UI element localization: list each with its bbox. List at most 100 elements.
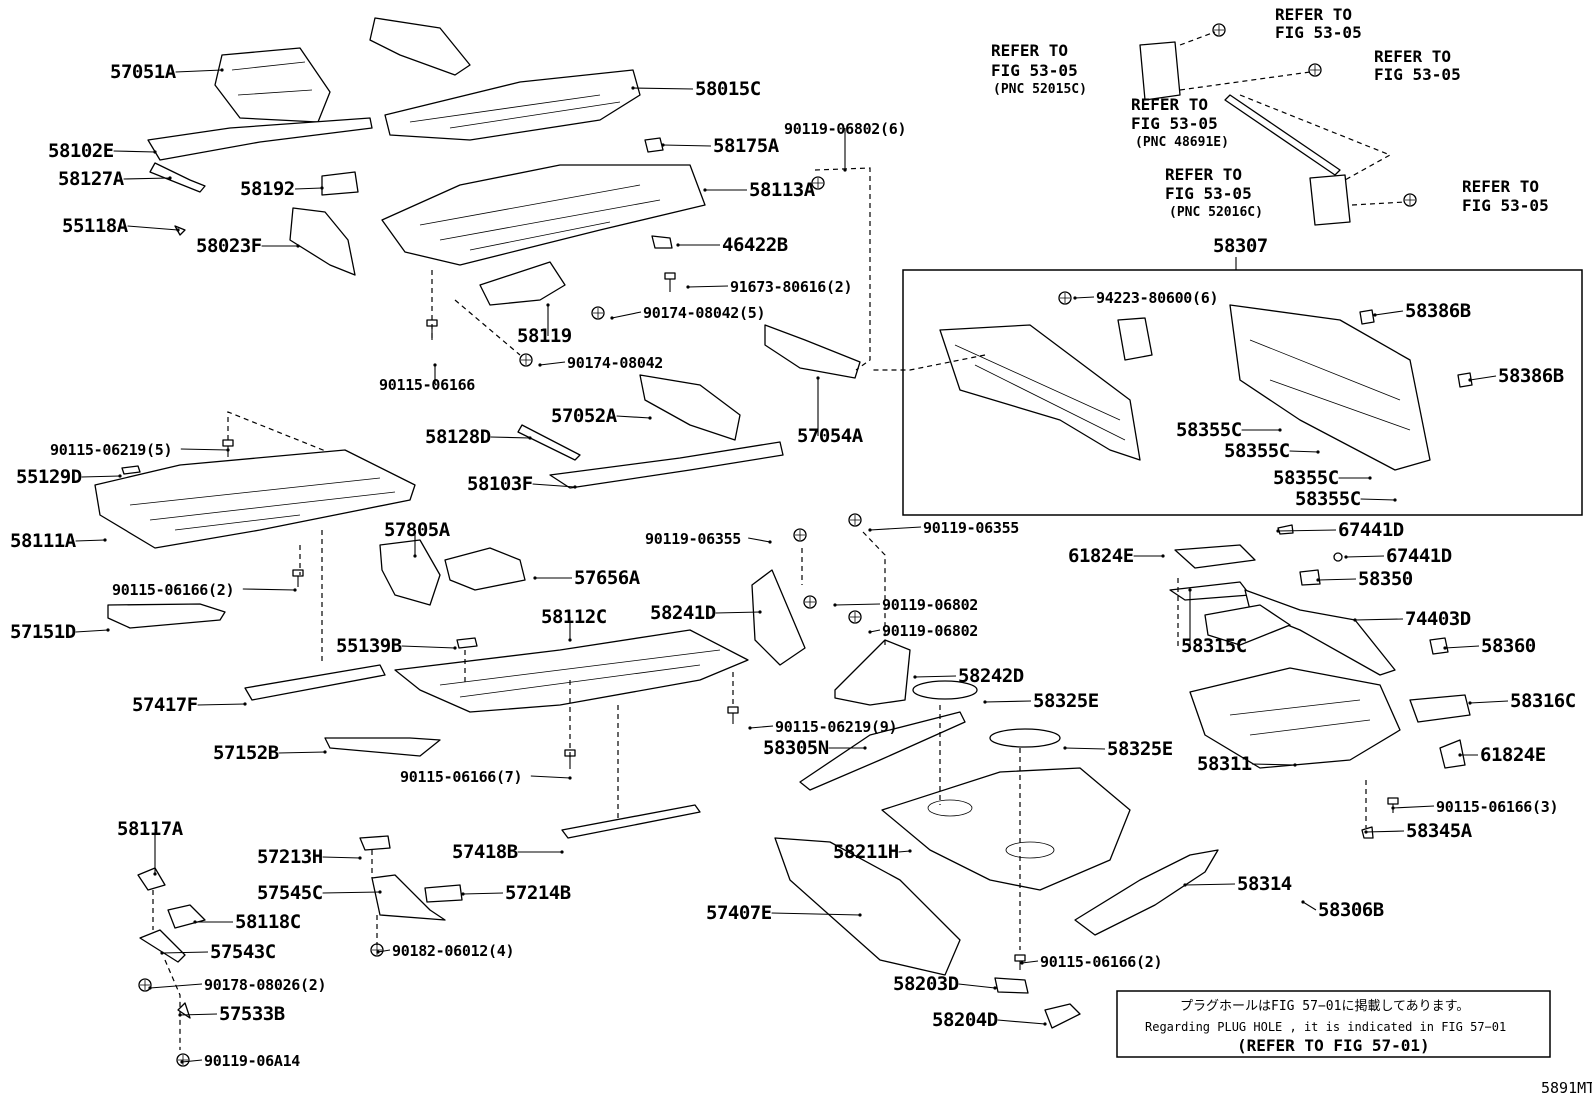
part-label[interactable]: 55139B: [336, 635, 402, 657]
part-label[interactable]: 58111A: [10, 530, 77, 552]
part-label[interactable]: 58355C: [1295, 488, 1361, 510]
part-label[interactable]: 57051A: [110, 61, 177, 83]
leader-dot: [153, 872, 157, 876]
part-label[interactable]: 57152B: [213, 742, 279, 764]
part-label[interactable]: 58127A: [58, 168, 125, 190]
part-label[interactable]: 58113A: [749, 179, 816, 201]
part-label[interactable]: 90178-08026(2): [204, 976, 327, 994]
part-label[interactable]: 58117A: [117, 818, 184, 840]
leader-line: [294, 187, 323, 190]
part-label[interactable]: 90119-06802(6): [784, 120, 907, 138]
part-label[interactable]: 58102E: [48, 140, 114, 162]
reference-callout-6[interactable]: REFER TO FIG 53-05: [1462, 177, 1549, 215]
part-label[interactable]: 61824E: [1480, 744, 1546, 766]
part-label[interactable]: 58118C: [235, 911, 301, 933]
part-label[interactable]: 90119-06355: [645, 530, 742, 548]
part-label[interactable]: 58112C: [541, 606, 607, 628]
leader-dot: [453, 646, 457, 650]
part-label[interactable]: 58305N: [763, 737, 829, 759]
part-label[interactable]: 58345A: [1406, 820, 1473, 842]
part-label[interactable]: 58203D: [893, 973, 959, 995]
part-label[interactable]: 67441D: [1386, 545, 1452, 567]
part-label[interactable]: 57805A: [384, 519, 451, 541]
reference-callout-3[interactable]: REFER TO FIG 53-05: [1374, 47, 1461, 84]
leader-dot: [661, 143, 665, 147]
part-label[interactable]: 57151D: [10, 621, 76, 643]
part-label[interactable]: 58242D: [958, 665, 1024, 687]
clip-67441D: [1277, 524, 1294, 535]
part-label[interactable]: 58128D: [425, 426, 491, 448]
part-label[interactable]: 58023F: [196, 235, 262, 257]
part-label[interactable]: 57543C: [210, 941, 276, 963]
leader-line: [539, 361, 566, 366]
part-label[interactable]: 74403D: [1405, 608, 1471, 630]
part-label[interactable]: 90115-06219(5): [50, 441, 173, 459]
tunnel-58113A: [381, 164, 706, 266]
part-label[interactable]: 90115-06166: [379, 376, 476, 394]
part-label[interactable]: 67441D: [1338, 519, 1404, 541]
part-label[interactable]: 90119-06802: [882, 596, 978, 614]
part-label[interactable]: 58325E: [1107, 738, 1173, 760]
part-label[interactable]: 58355C: [1224, 440, 1290, 462]
part-label[interactable]: 58204D: [932, 1009, 998, 1031]
part-label[interactable]: 58316C: [1510, 690, 1576, 712]
part-label[interactable]: 58103F: [467, 473, 533, 495]
part-label[interactable]: 90115-06166(2): [112, 581, 235, 599]
part-label[interactable]: 55118A: [62, 215, 129, 237]
part-label[interactable]: 46422B: [722, 234, 788, 256]
leader-dot: [648, 416, 652, 420]
part-label[interactable]: 58360: [1481, 635, 1536, 657]
part-label[interactable]: 61824E: [1068, 545, 1134, 567]
part-label[interactable]: 58355C: [1176, 419, 1242, 441]
part-label[interactable]: 58355C: [1273, 467, 1339, 489]
part-label[interactable]: 57656A: [574, 567, 641, 589]
part-label[interactable]: 90115-06166(2): [1040, 953, 1163, 971]
part-label[interactable]: 58315C: [1181, 635, 1247, 657]
part-label[interactable]: 58311: [1197, 753, 1252, 775]
svg-text:REFER TO: REFER TO: [991, 41, 1068, 60]
part-label[interactable]: 90174-08042: [567, 354, 663, 372]
bracket-58241D: [751, 569, 806, 666]
part-label[interactable]: 58306B: [1318, 899, 1384, 921]
part-label[interactable]: 57417F: [132, 694, 198, 716]
part-label[interactable]: 57407E: [706, 902, 772, 924]
reference-callout-1[interactable]: REFER TO FIG 53-05: [1275, 5, 1362, 42]
bracket-58204D: [1044, 1003, 1081, 1029]
part-label[interactable]: 58192: [240, 178, 295, 200]
part-label[interactable]: 58211H: [833, 841, 899, 863]
leader-dot: [378, 890, 382, 894]
part-label[interactable]: 58325E: [1033, 690, 1099, 712]
part-label[interactable]: 57213H: [257, 846, 323, 868]
part-label[interactable]: 55129D: [16, 466, 82, 488]
part-label[interactable]: 90115-06166(3): [1436, 798, 1559, 816]
part-label[interactable]: 90115-06166(7): [400, 768, 523, 786]
part-label[interactable]: 58175A: [713, 135, 780, 157]
reference-callout-2[interactable]: REFER TO FIG 53-05 (PNC 52015C): [991, 41, 1087, 97]
part-label[interactable]: 90119-06355: [923, 519, 1020, 537]
part-label[interactable]: 57214B: [505, 882, 571, 904]
part-label[interactable]: 94223-80600(6): [1096, 289, 1219, 307]
leader-dot: [180, 1060, 184, 1064]
part-label[interactable]: 58314: [1237, 873, 1292, 895]
part-label[interactable]: 57054A: [797, 425, 864, 447]
reference-callout-4[interactable]: REFER TO FIG 53-05 (PNC 48691E): [1131, 95, 1229, 150]
part-label[interactable]: 90115-06219(9): [775, 718, 898, 736]
part-label[interactable]: 90119-06802: [882, 622, 978, 640]
part-label[interactable]: 90174-08042(5): [643, 304, 766, 322]
part-label[interactable]: 90119-06A14: [204, 1052, 301, 1070]
part-label[interactable]: 58241D: [650, 602, 716, 624]
part-label[interactable]: 91673-80616(2): [730, 278, 853, 296]
part-label[interactable]: 57418B: [452, 841, 518, 863]
part-label[interactable]: 58015C: [695, 78, 761, 100]
part-label[interactable]: 58119: [517, 325, 572, 347]
leader-line: [984, 700, 1032, 703]
part-label[interactable]: 57052A: [551, 405, 618, 427]
part-label[interactable]: 57545C: [257, 882, 323, 904]
part-label[interactable]: 58386B: [1498, 365, 1564, 387]
leader-line: [1354, 618, 1404, 621]
part-label[interactable]: 57533B: [219, 1003, 285, 1025]
part-label[interactable]: 58350: [1358, 568, 1413, 590]
reference-callout-5[interactable]: REFER TO FIG 53-05 (PNC 52016C): [1165, 165, 1263, 220]
part-label[interactable]: 58386B: [1405, 300, 1471, 322]
part-label[interactable]: 90182-06012(4): [392, 942, 515, 960]
